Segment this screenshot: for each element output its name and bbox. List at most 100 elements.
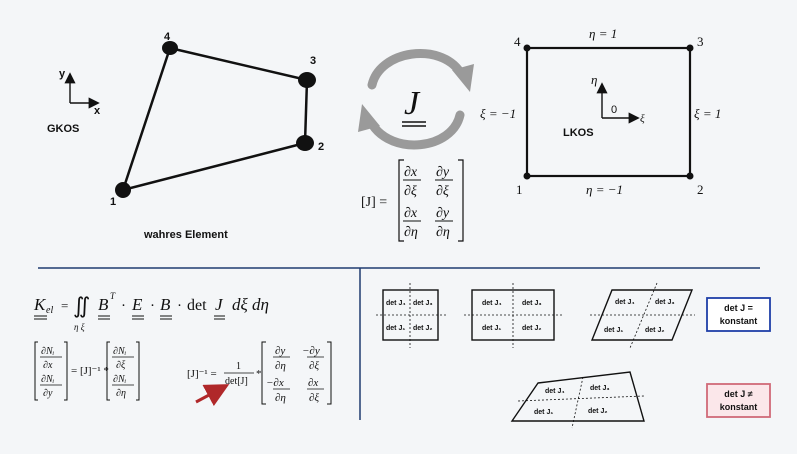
gkos-node-2-label: 2 (318, 141, 324, 153)
jacobian-symbol: J (404, 85, 421, 122)
r1-det-j4: det J₄ (386, 300, 406, 307)
q-det-j4: det J₄ (545, 388, 565, 395)
jacobian-r2c1-num: ∂x (404, 206, 418, 221)
inverse-jacobian-formula: [J]⁻¹ = 1 det[J] * ∂y ∂η −∂y ∂ξ −∂x ∂η ∂… (187, 341, 332, 407)
chain-r1-den: ∂ξ (116, 360, 126, 371)
lkos-top-label: η = 1 (589, 26, 617, 41)
chain-l2-num: ∂Nᵢ (41, 374, 55, 385)
lkos-xi-label: ξ (640, 113, 645, 125)
q-det-j1: det J₁ (534, 409, 553, 416)
jacobian-r1c1-den: ∂ξ (404, 184, 417, 199)
lkos-node-4-label: 4 (514, 34, 521, 49)
lkos-node-3-label: 3 (697, 34, 704, 49)
chain-r1-num: ∂Nᵢ (113, 346, 127, 357)
lkos-node-2-label: 2 (697, 182, 704, 197)
jacobian-r1c2-den: ∂ξ (436, 184, 449, 199)
gkos-y-label: y (59, 68, 66, 80)
formula-dot-2: · (150, 298, 155, 314)
formula-k-sub: el (46, 305, 53, 316)
lkos-origin-label: 0 (611, 104, 617, 116)
formula-dot-3: · (177, 298, 182, 314)
inverse-m11-num: ∂y (275, 345, 285, 357)
det-example-parallelogram: det J₄ det J₃ det J₁ det J₂ (590, 282, 695, 349)
gkos-node-2 (296, 135, 314, 151)
svg-text:=: = (61, 298, 68, 313)
jacobian-matrix-lhs: [J] = (361, 195, 387, 210)
jacobian-matrix: [J] = ∂x ∂ξ ∂y ∂ξ ∂x ∂η ∂y ∂η (361, 159, 464, 242)
r2-det-j1: det J₁ (482, 325, 501, 332)
chain-r2-den: ∂η (116, 388, 126, 399)
gkos-label: GKOS (47, 123, 79, 135)
gkos-node-4-label: 4 (164, 31, 171, 43)
formula-integral: ∬ (73, 293, 90, 318)
gkos-node-3-label: 3 (310, 55, 316, 67)
formula-limits: η ξ (74, 322, 85, 332)
r1-det-j2: det J₂ (413, 325, 432, 332)
inverse-m22-den: ∂ξ (309, 392, 319, 404)
true-element-label: wahres Element (143, 229, 228, 241)
formula-b2: B (160, 295, 171, 314)
jacobian-r1c1-num: ∂x (404, 165, 418, 180)
p-det-j3: det J₃ (655, 299, 675, 306)
q-det-j2: det J₂ (588, 408, 607, 415)
inverse-lhs: [J]⁻¹ = (187, 368, 217, 380)
det-nonconstant-line2: konstant (720, 402, 758, 412)
chain-rule-formula: ∂Nᵢ ∂x ∂Nᵢ ∂y = [J]⁻¹ * ∂Nᵢ ∂ξ ∂Nᵢ ∂η (34, 341, 140, 401)
r2-det-j3: det J₃ (522, 300, 542, 307)
gkos-axes: y x GKOS (47, 68, 101, 135)
formula-b-transpose: T (110, 291, 116, 301)
r2-det-j2: det J₂ (522, 325, 541, 332)
jacobian-r2c1-den: ∂η (404, 225, 418, 240)
chain-l1-num: ∂Nᵢ (41, 346, 55, 357)
inverse-frac-num: 1 (236, 361, 241, 372)
jacobian-r1c2-num: ∂y (436, 165, 450, 180)
inverse-m12-num: −∂y (302, 345, 320, 357)
gkos-x-label: x (94, 105, 101, 117)
rotate-arrows-icon (358, 49, 474, 150)
det-constant-box: det J = konstant (706, 297, 771, 332)
gkos-node-1-label: 1 (110, 196, 116, 208)
chain-l2-den: ∂y (43, 388, 53, 399)
lkos-eta-label: η (591, 72, 597, 87)
r1-det-j3: det J₃ (413, 300, 433, 307)
formula-j: J (215, 295, 224, 314)
red-arrow-icon (195, 384, 230, 407)
det-example-rect-1: det J₄ det J₃ det J₁ det J₂ (376, 283, 446, 348)
formula-k: K (33, 295, 47, 314)
jacobian-r2c2-den: ∂η (436, 225, 450, 240)
r2-det-j4: det J₄ (482, 300, 502, 307)
stiffness-formula: K el = ∬ η ξ B T · E · B · det J dξ dη (33, 291, 269, 332)
formula-b: B (98, 295, 109, 314)
formula-dot-1: · (121, 298, 126, 314)
p-det-j4: det J₄ (615, 299, 635, 306)
formula-det: det (187, 297, 207, 314)
jacobian-r2c2-num: ∂y (436, 206, 450, 221)
chain-l1-den: ∂x (43, 360, 53, 371)
det-nonconstant-box: det J ≠ konstant (706, 383, 771, 418)
gkos-node-3 (298, 72, 316, 88)
lkos-bottom-label: η = −1 (586, 182, 623, 197)
r1-det-j1: det J₁ (386, 325, 405, 332)
det-constant-line2: konstant (720, 316, 758, 326)
lkos-label: LKOS (563, 127, 594, 139)
lkos-left-label: ξ = −1 (480, 106, 516, 121)
lkos-node-1-label: 1 (516, 182, 523, 197)
reference-element: 1 2 3 4 η = 1 η = −1 ξ = −1 ξ = 1 η ξ 0 … (480, 26, 721, 197)
det-constant-line1: det J = (724, 303, 753, 313)
det-nonconstant-line1: det J ≠ (724, 389, 753, 399)
gkos-node-1 (115, 182, 131, 198)
inverse-m21-num: −∂x (266, 377, 284, 389)
inverse-star: * (256, 368, 262, 380)
inverse-m22-num: ∂x (308, 377, 318, 389)
p-det-j2: det J₂ (645, 327, 664, 334)
formula-tail: dξ dη (232, 295, 269, 314)
inverse-m11-den: ∂η (275, 360, 286, 372)
inverse-frac-den: det[J] (225, 376, 248, 387)
chain-mid: = [J]⁻¹ * (71, 365, 109, 377)
inverse-m21-den: ∂η (275, 392, 286, 404)
gkos-node-4 (162, 41, 178, 55)
det-example-distorted: det J₄ det J₃ det J₁ det J₂ (510, 371, 645, 429)
true-element: 1 2 3 4 wahres Element (110, 31, 324, 241)
